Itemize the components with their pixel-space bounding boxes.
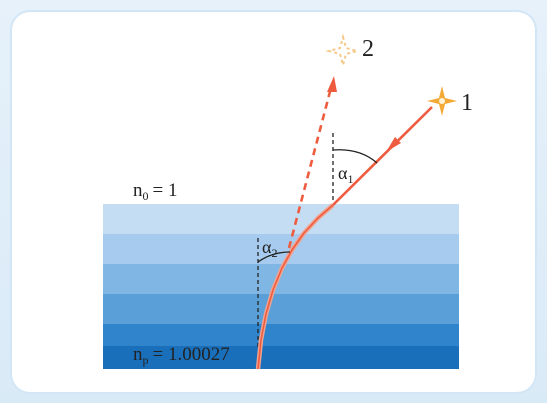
layer-1: [103, 204, 459, 234]
star1-label: 1: [461, 90, 473, 116]
layer-6: [103, 346, 459, 369]
star2-label: 2: [362, 36, 374, 62]
n0-label: n0 = 1: [133, 180, 177, 203]
n0-value: = 1: [153, 180, 178, 201]
n0-subscript: 0: [143, 189, 149, 203]
arrowhead-icon: [386, 137, 401, 152]
refracted-ray-core: [257, 204, 334, 370]
np-symbol: n: [133, 344, 143, 365]
sparkle-star-icon: [427, 86, 457, 116]
alpha1-arc: [332, 149, 378, 164]
alpha2-label: α2: [262, 237, 277, 260]
arrowhead-icon: [327, 76, 337, 92]
apparent-ray: [287, 83, 334, 249]
n0-symbol: n: [133, 180, 143, 201]
alpha2-arc: [257, 251, 291, 263]
layer-5: [103, 324, 459, 346]
np-subscript: p: [143, 353, 149, 367]
layer-4: [103, 294, 459, 324]
np-label: np = 1.00027: [133, 344, 230, 367]
faint-sparkle-star-icon: [325, 33, 361, 69]
alpha1-subscript: 1: [347, 172, 353, 186]
alpha1-label: α1: [338, 163, 353, 186]
np-value: = 1.00027: [153, 344, 230, 365]
alpha2-symbol: α: [262, 237, 272, 257]
alpha2-subscript: 2: [271, 246, 277, 260]
alpha1-symbol: α: [338, 163, 348, 183]
incident-ray: [332, 106, 433, 206]
layer-2: [103, 234, 459, 264]
